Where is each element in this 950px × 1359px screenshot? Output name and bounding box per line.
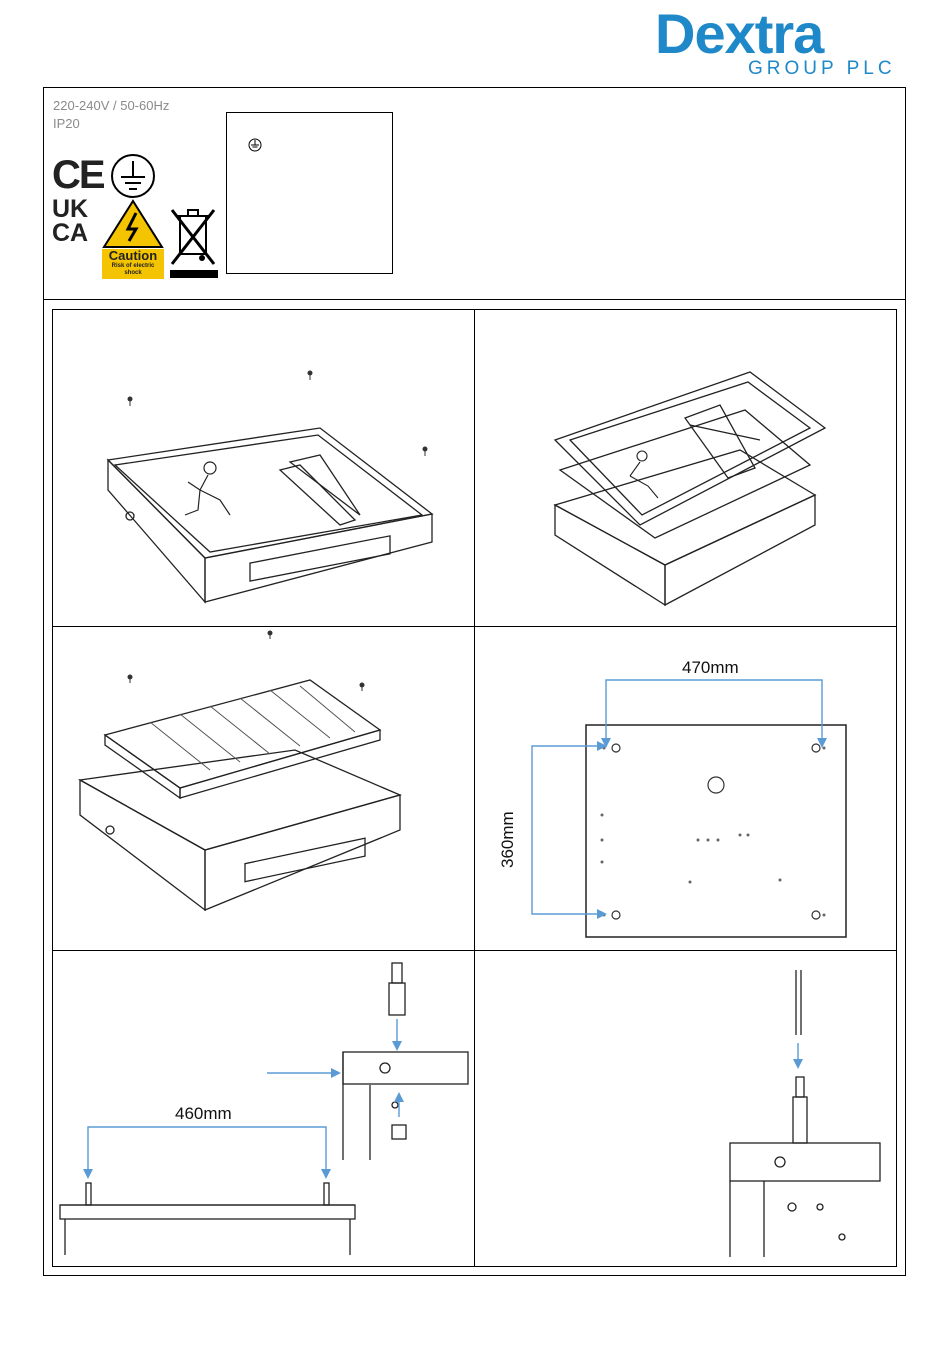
- dimension-470: 470mm: [682, 658, 739, 678]
- step3-gear-tray-drawing: [60, 630, 465, 940]
- caution-sub2: shock: [102, 270, 164, 277]
- dimension-460: 460mm: [175, 1104, 232, 1124]
- caution-label: Caution: [102, 249, 164, 263]
- grid-row-divider-1: [52, 626, 897, 627]
- step1-assembled-sign-drawing: [60, 320, 465, 620]
- electric-shock-warning-icon: Caution Risk of electric shock: [102, 199, 164, 279]
- weee-crossed-bin-icon: [168, 206, 220, 280]
- brand-subtitle: GROUP PLC: [748, 58, 896, 80]
- header-divider: [43, 299, 906, 300]
- earth-terminal-icon: [247, 137, 263, 153]
- dimension-360: 360mm: [498, 811, 518, 868]
- grid-vertical-divider: [474, 309, 475, 1267]
- voltage-spec: 220-240V / 50-60Hz: [53, 98, 169, 114]
- step6-rod-insertion-drawing: [480, 955, 890, 1260]
- ukca-mark-icon: UK CA: [52, 197, 88, 245]
- brand-logo: Dextra: [655, 2, 823, 66]
- earth-ground-icon: [110, 153, 158, 201]
- step5-rod-fixing-drawing: [55, 955, 470, 1260]
- step2-exploded-view-drawing: [480, 320, 890, 620]
- wiring-diagram-box: [226, 112, 393, 274]
- grid-row-divider-2: [52, 950, 897, 951]
- ce-mark-icon: CE: [52, 153, 104, 197]
- ca-text: CA: [52, 221, 88, 245]
- uk-text: UK: [52, 197, 88, 221]
- caution-sub1: Risk of electric: [102, 263, 164, 270]
- ip-rating-spec: IP20: [53, 116, 80, 132]
